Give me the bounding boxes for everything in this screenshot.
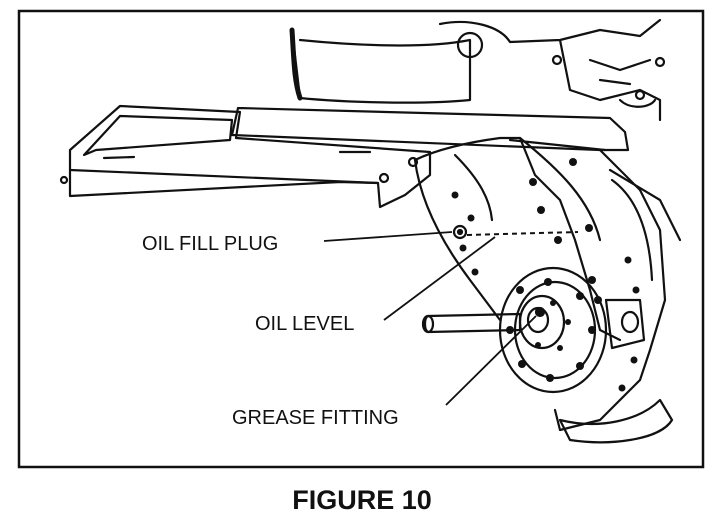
side-bracket-hole — [620, 310, 640, 334]
oil-fill-plug-part — [452, 224, 468, 240]
engine-mount — [438, 18, 662, 122]
shield-top-face — [82, 114, 234, 157]
gear-case-bolts — [451, 158, 602, 304]
upper-bolt-1 — [456, 31, 484, 59]
gear-case-flange — [508, 136, 607, 242]
tine-blade-1 — [558, 398, 674, 444]
outer-housing — [553, 148, 667, 432]
grease-fitting-part — [534, 306, 546, 318]
oil-level-leader — [383, 236, 496, 321]
hub-bolts — [506, 278, 596, 382]
leader-lines — [323, 231, 537, 406]
grease-fitting-label: GREASE FITTING — [232, 407, 399, 429]
shield-bolt-right-2 — [407, 156, 419, 168]
shield-slot-1 — [102, 155, 136, 160]
tine-blade-2 — [608, 168, 682, 242]
oil-level-line — [466, 231, 579, 236]
upper-bolt-3 — [654, 56, 666, 68]
bearing-hub-outer — [498, 266, 608, 394]
grease-fitting-leader — [445, 315, 537, 406]
housing-bolts — [618, 256, 640, 392]
oil-fill-plug-leader — [323, 231, 453, 242]
bearing-hub-inner — [518, 294, 566, 350]
deflector-shield — [68, 104, 432, 209]
frame-beam — [230, 106, 630, 152]
side-bracket — [604, 298, 646, 350]
oil-fill-plug-label: OIL FILL PLUG — [142, 233, 278, 255]
oil-fill-plug-center — [456, 228, 464, 236]
drum-edge — [289, 27, 303, 101]
upper-bolt-4 — [634, 89, 646, 101]
shield-bolt-right — [378, 172, 390, 184]
tine-shaft-end — [421, 314, 435, 334]
tiller-illustration — [59, 18, 682, 444]
gear-case — [413, 136, 622, 342]
shield-fold — [68, 168, 380, 185]
oil-level-label: OIL LEVEL — [255, 313, 354, 335]
shield-bolt-left — [59, 175, 69, 185]
gear-case-inner — [453, 153, 494, 222]
upper-bolt-2 — [551, 54, 563, 66]
figure-caption: FIGURE 10 — [292, 485, 432, 515]
